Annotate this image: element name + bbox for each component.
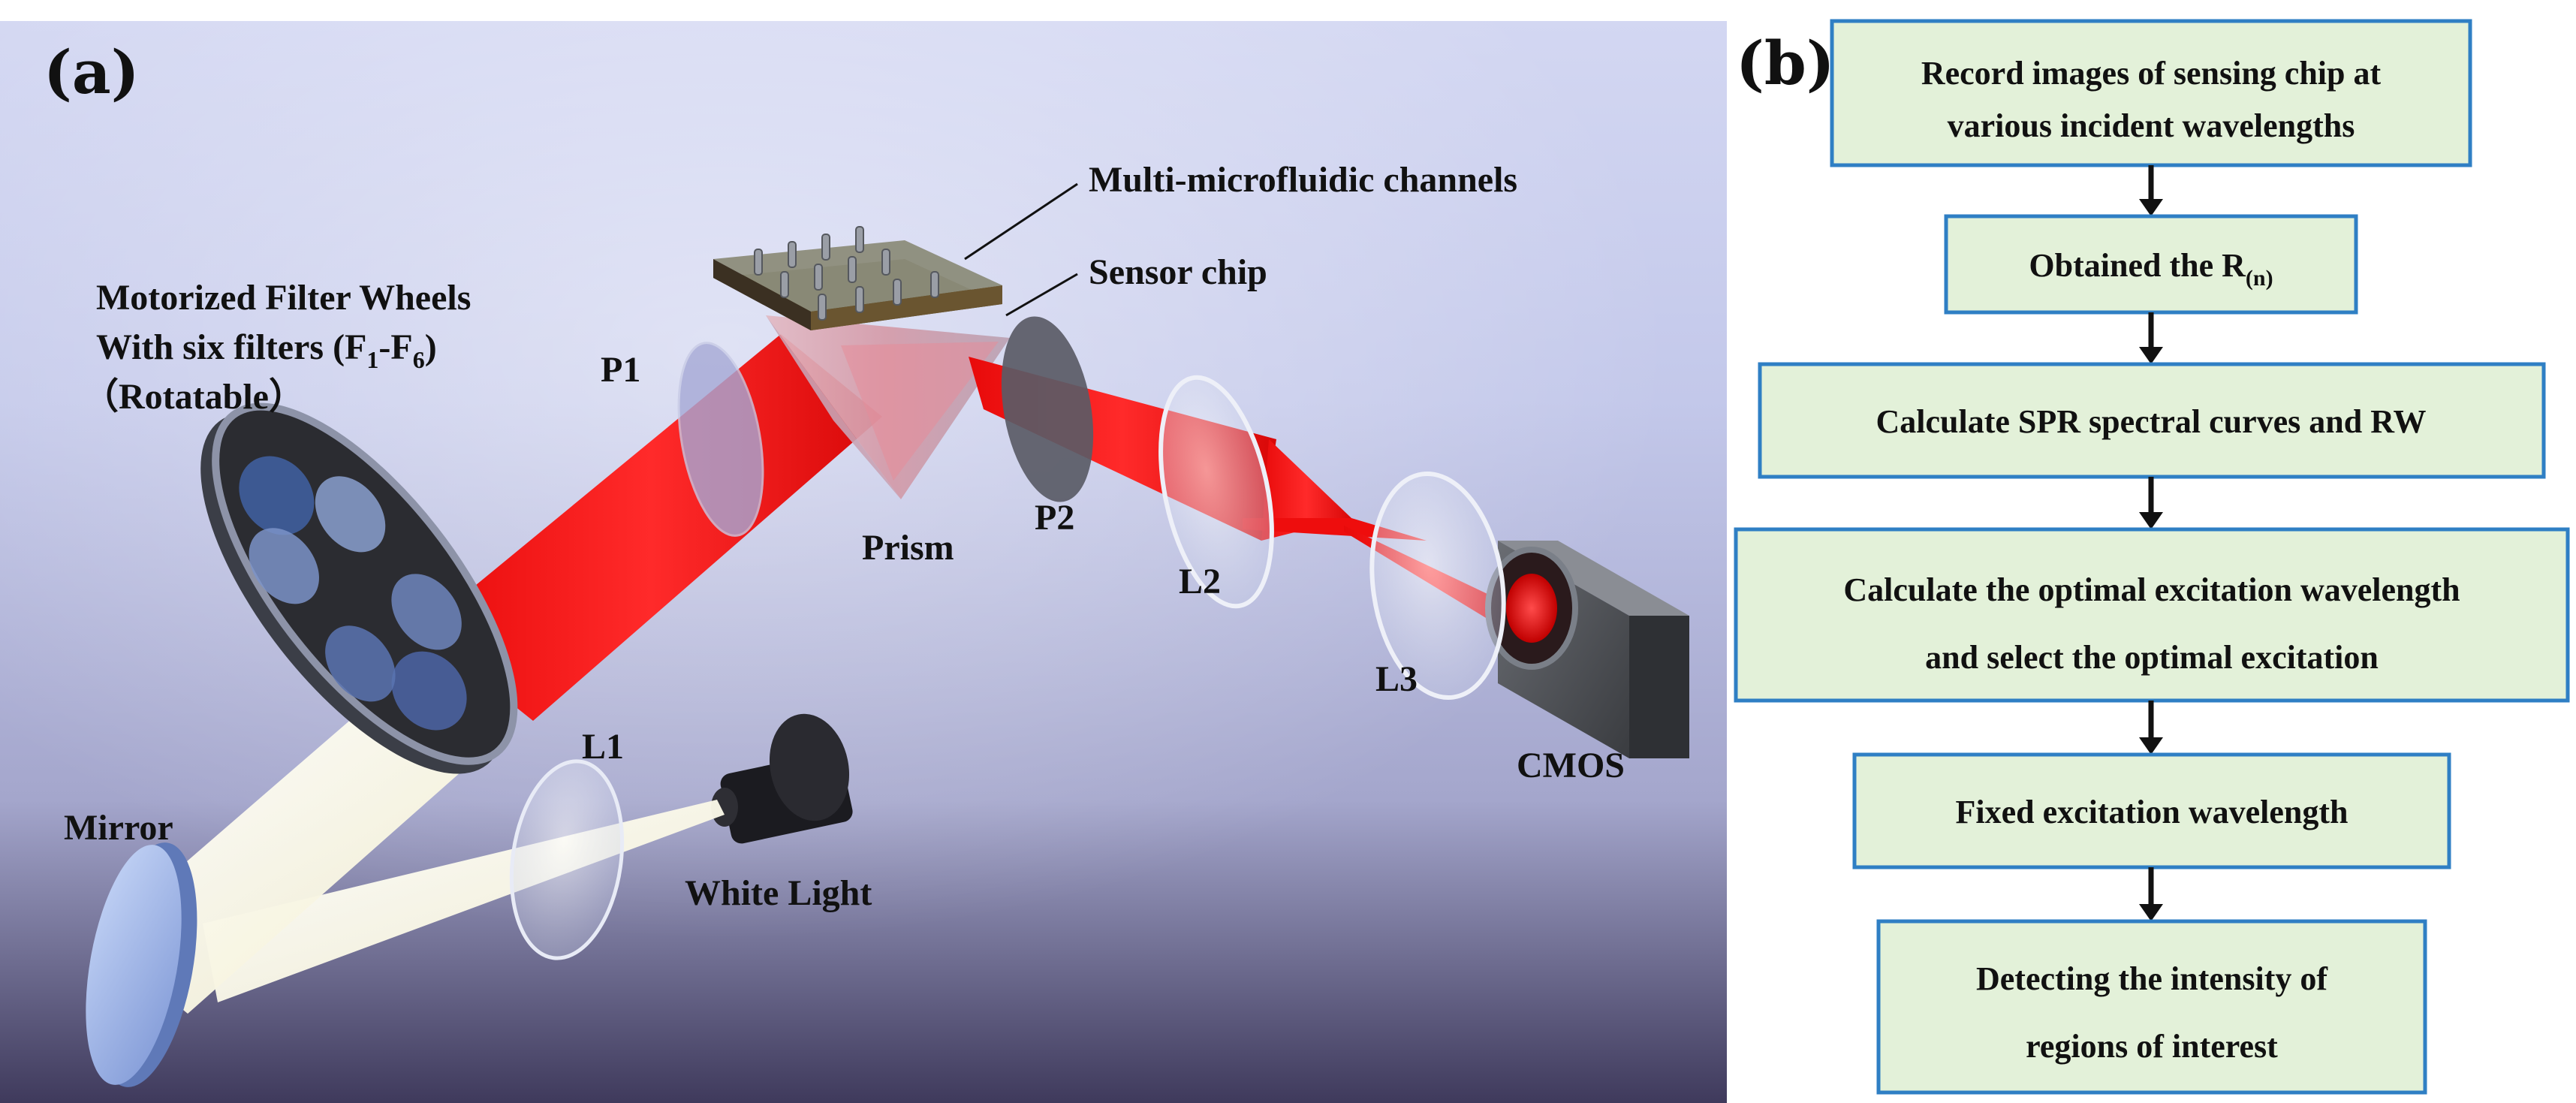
label-prism: Prism (862, 528, 954, 568)
flow-step-5-box (1852, 752, 2451, 869)
leader-line-sensor (1005, 273, 1078, 317)
flow-step-5-text: Fixed excitation wavelength (1955, 794, 2348, 830)
leader-line-channels (964, 182, 1078, 261)
microfluidic-pins (754, 226, 939, 321)
flow-step-1-line1: Record images of sensing chip at (1921, 55, 2382, 92)
label-filter-wheel-line3: （Rotatable） (83, 377, 305, 417)
label-filter-wheel-line2: With six filters (F1-F6) (96, 327, 437, 373)
label-channels: Multi-microfluidic channels (1089, 160, 1517, 200)
sensor-chip (713, 226, 1002, 330)
flow-arrow-5 (2139, 867, 2163, 921)
flow-arrow-1 (2139, 165, 2163, 216)
label-cmos: CMOS (1517, 746, 1625, 785)
label-p1: P1 (601, 350, 640, 390)
flow-arrow-2 (2139, 312, 2163, 364)
prism (766, 315, 1010, 499)
lens-l3 (1369, 471, 1506, 701)
flow-step-4-line1: Calculate the optimal excitation wavelen… (1843, 571, 2460, 608)
lens-l1 (509, 759, 625, 960)
flow-arrow-3 (2139, 477, 2163, 529)
polarizer-p2 (1001, 316, 1094, 502)
flow-step-1-line2: various incident wavelengths (1948, 107, 2355, 144)
cmos-sensor-glow (1506, 574, 1557, 643)
panel-a: (a) (0, 21, 1727, 1103)
label-mirror: Mirror (64, 808, 173, 848)
label-filter-wheel-line1: Motorized Filter Wheels (96, 278, 471, 318)
lens-l2 (1158, 375, 1274, 609)
flow-step-6-box (1876, 919, 2427, 1095)
flow-step-2-box (1944, 214, 2358, 315)
label-sensor-chip: Sensor chip (1089, 252, 1267, 292)
label-white-light: White Light (685, 873, 872, 913)
flow-step-6-line2: regions of interest (2026, 1028, 2278, 1065)
white-light-source (711, 713, 853, 844)
flow-step-4-box (1734, 527, 2570, 703)
flow-step-3-box (1758, 362, 2546, 479)
red-beam-wheel-to-prism (420, 334, 882, 721)
flow-step-1-box (1830, 19, 2472, 167)
label-l2: L2 (1179, 562, 1221, 601)
panel-a-letter: (a) (44, 37, 140, 107)
flow-step-2-text: Obtained the R(n) (2029, 247, 2273, 291)
panel-b-letter: (b) (1736, 28, 1835, 98)
mirror (86, 842, 197, 1087)
label-p2: P2 (1035, 498, 1074, 538)
panel-b: (b) Record images of sensing chip at var… (1734, 19, 2570, 1095)
label-l1: L1 (582, 727, 624, 767)
flow-step-6-line1: Detecting the intensity of (1976, 960, 2328, 997)
flow-step-4-line2: and select the optimal excitation (1925, 639, 2379, 676)
filter-wheel (200, 402, 518, 774)
flow-arrow-4 (2139, 701, 2163, 755)
cmos-camera (1485, 541, 1689, 758)
red-beam-converging (1261, 439, 1351, 541)
polarizer-p1 (677, 342, 764, 537)
flow-step-3-text: Calculate SPR spectral curves and RW (1876, 403, 2427, 440)
label-l3: L3 (1375, 659, 1418, 699)
